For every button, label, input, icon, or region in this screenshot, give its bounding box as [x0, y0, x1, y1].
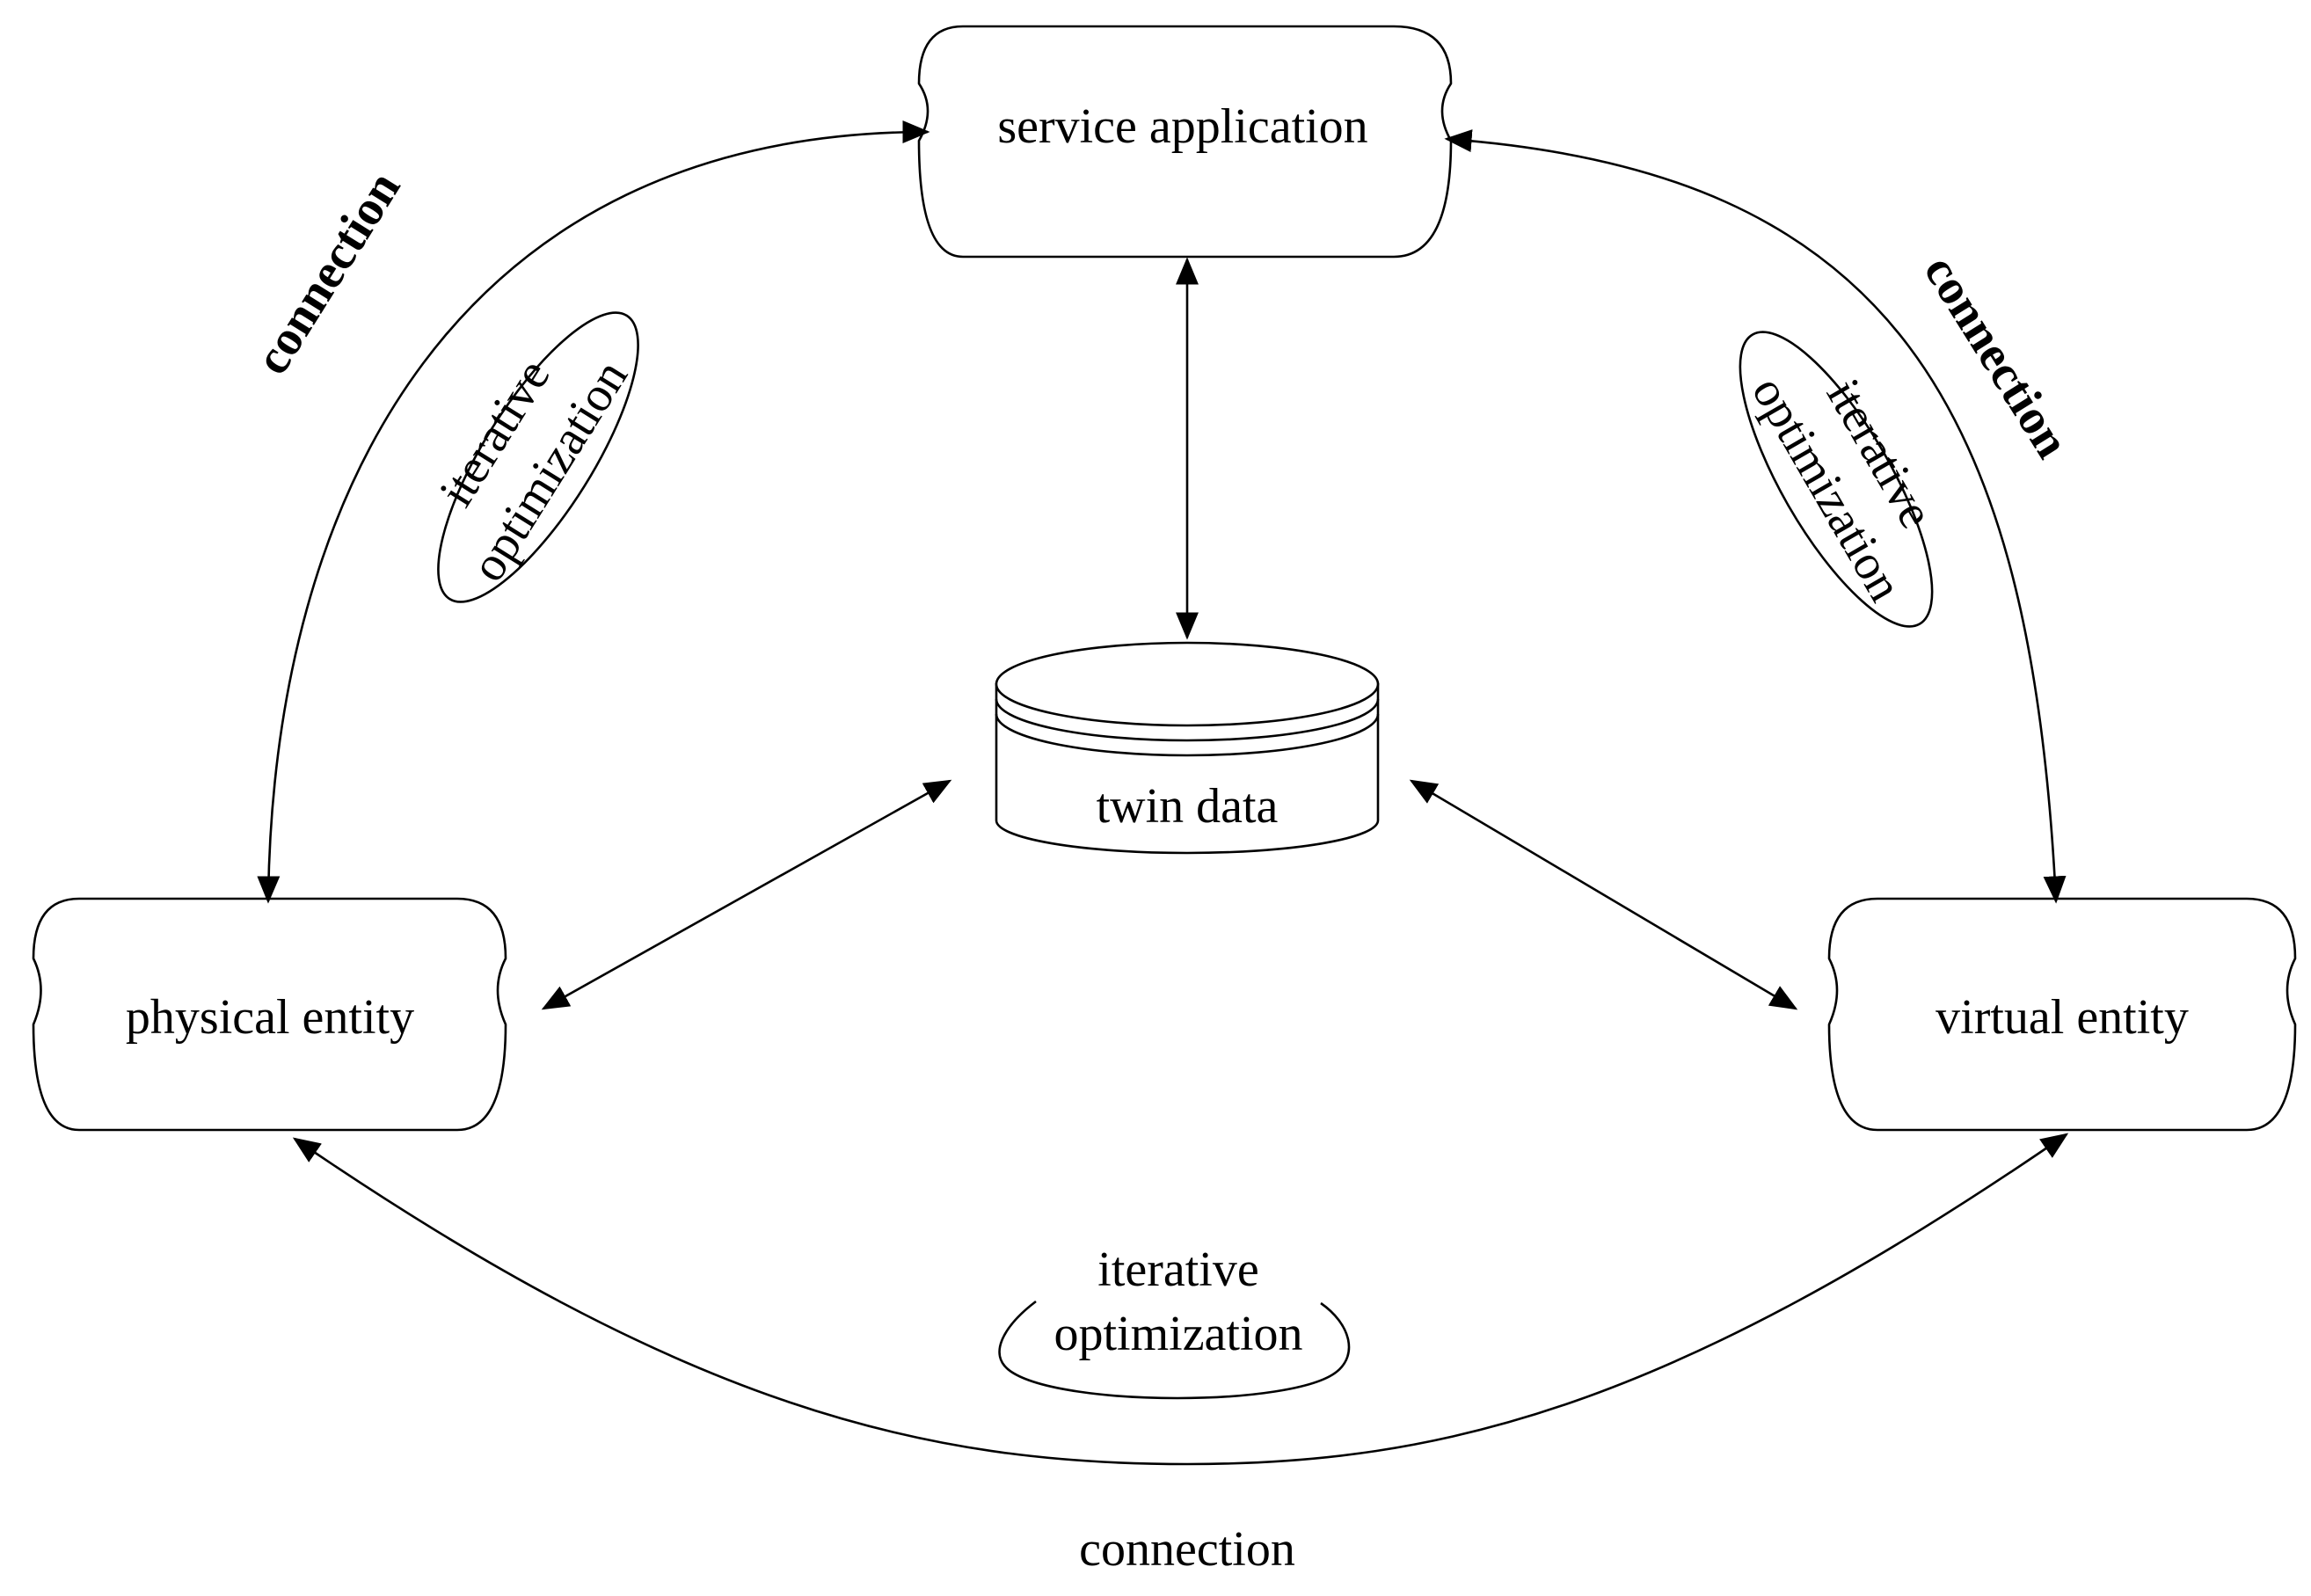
- right-optimization-ellipse: [1739, 331, 1934, 628]
- virtual-entity-node[interactable]: virtual entity: [1827, 897, 2297, 1132]
- physical-entity-label: physical entity: [126, 990, 414, 1045]
- arrow-twin-physical: [541, 779, 952, 1010]
- bottom-optimization-line1: iterative: [1097, 1243, 1258, 1297]
- right-connection-label: connection: [1914, 246, 2080, 468]
- service-application-node[interactable]: service application: [917, 25, 1453, 259]
- left-connection-label: connection: [244, 163, 411, 384]
- twin-data-cylinder-body: [995, 682, 1380, 855]
- right-iterative-optimization: iterative optimization: [1739, 331, 1943, 628]
- bottom-iterative-optimization: iterative optimization: [998, 1243, 1351, 1400]
- physical-entity-box: [32, 897, 507, 1132]
- virtual-entity-label: virtual entity: [1936, 990, 2189, 1045]
- arrow-physical-service: [257, 120, 930, 904]
- physical-entity-node[interactable]: physical entity: [32, 897, 507, 1132]
- service-application-label: service application: [997, 99, 1367, 154]
- twin-data-band-2: [995, 713, 1380, 757]
- bottom-connection-label: connection: [1079, 1522, 1295, 1577]
- bottom-optimization-line2: optimization: [1053, 1307, 1302, 1361]
- twin-data-label: twin data: [1097, 779, 1279, 834]
- virtual-entity-box: [1827, 897, 2297, 1132]
- arrow-service-virtual: [1444, 129, 2067, 904]
- service-application-box: [917, 25, 1453, 259]
- left-optimization-ellipse: [437, 311, 639, 603]
- arrow-physical-virtual: [292, 1133, 2069, 1466]
- bottom-optimization-ellipse: [998, 1300, 1351, 1400]
- twin-data-cylinder-top: [995, 641, 1380, 727]
- twin-data-node[interactable]: twin data: [995, 641, 1380, 855]
- arrow-twin-virtual: [1409, 779, 1798, 1010]
- twin-data-band-1: [995, 698, 1380, 742]
